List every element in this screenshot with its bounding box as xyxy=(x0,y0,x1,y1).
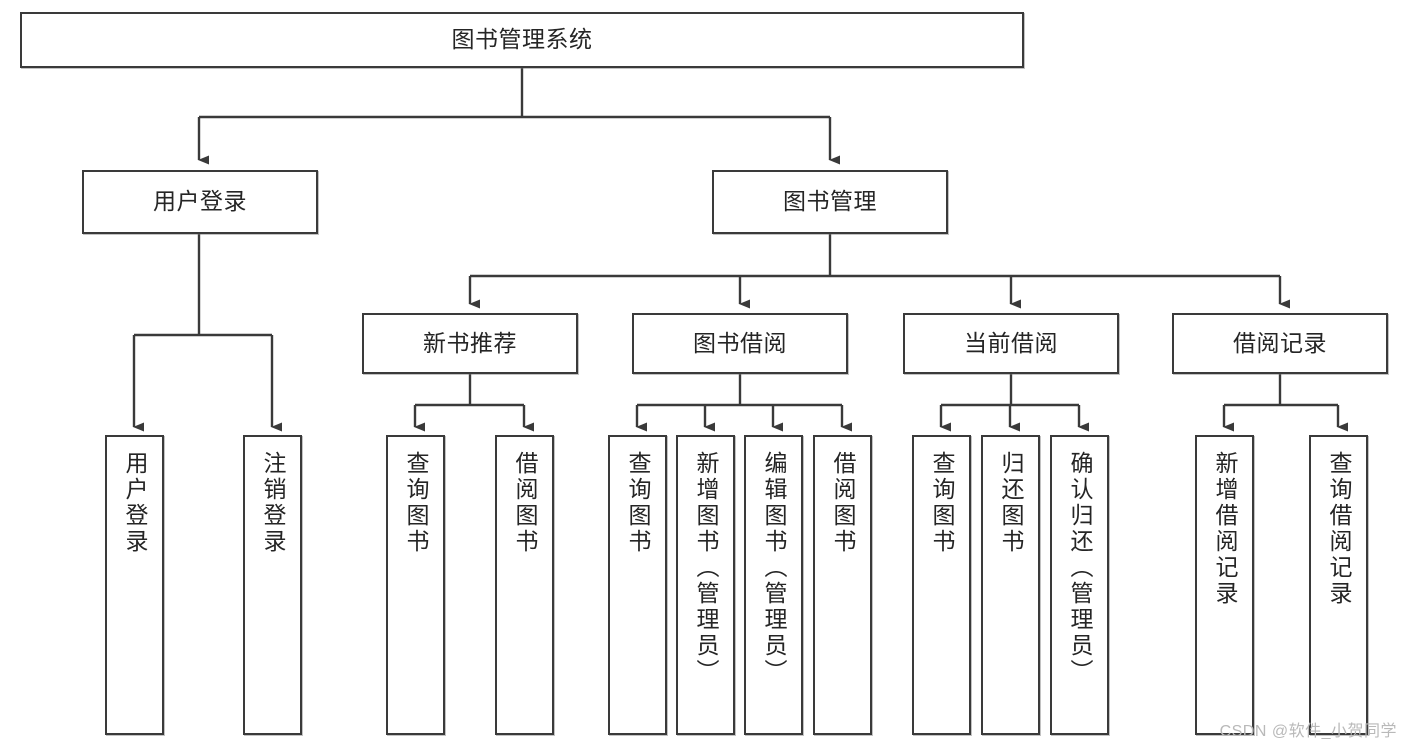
node-leaf-add-record-label: 新增借阅记录 xyxy=(1212,451,1238,607)
node-leaf-borrow-book-2[interactable]: 借阅图书 xyxy=(813,435,872,735)
node-leaf-return-book-label: 归还图书 xyxy=(998,451,1024,555)
node-borrow-record[interactable]: 借阅记录 xyxy=(1172,313,1388,374)
node-leaf-user-login[interactable]: 用户登录 xyxy=(105,435,164,735)
node-leaf-borrow-book-2-label: 借阅图书 xyxy=(830,451,856,555)
node-leaf-user-logout[interactable]: 注销登录 xyxy=(243,435,302,735)
node-user-login-label: 用户登录 xyxy=(153,188,247,215)
node-root[interactable]: 图书管理系统 xyxy=(20,12,1024,68)
node-leaf-confirm-return-label: 确认归还（管理员） xyxy=(1067,451,1093,685)
node-leaf-query-book-2[interactable]: 查询图书 xyxy=(608,435,667,735)
node-leaf-query-book-1[interactable]: 查询图书 xyxy=(386,435,445,735)
node-book-management[interactable]: 图书管理 xyxy=(712,170,948,234)
node-leaf-borrow-book-1-label: 借阅图书 xyxy=(512,451,538,555)
node-leaf-query-book-3-label: 查询图书 xyxy=(929,451,955,555)
watermark: CSDN @软件_小贺同学 xyxy=(1219,723,1397,740)
node-leaf-query-record-label: 查询借阅记录 xyxy=(1326,451,1352,607)
node-leaf-query-book-1-label: 查询图书 xyxy=(403,451,429,555)
node-leaf-edit-book-label: 编辑图书（管理员） xyxy=(761,451,787,685)
node-current-borrow-label: 当前借阅 xyxy=(964,329,1058,356)
node-leaf-add-book-label: 新增图书（管理员） xyxy=(693,451,719,685)
node-book-borrow-label: 图书借阅 xyxy=(693,329,787,356)
node-leaf-user-login-label: 用户登录 xyxy=(122,451,148,555)
node-leaf-query-record[interactable]: 查询借阅记录 xyxy=(1309,435,1368,735)
node-leaf-borrow-book-1[interactable]: 借阅图书 xyxy=(495,435,554,735)
node-leaf-user-logout-label: 注销登录 xyxy=(260,451,286,555)
node-leaf-confirm-return[interactable]: 确认归还（管理员） xyxy=(1050,435,1109,735)
node-root-label: 图书管理系统 xyxy=(451,26,593,53)
node-book-borrow[interactable]: 图书借阅 xyxy=(632,313,848,374)
node-leaf-return-book[interactable]: 归还图书 xyxy=(981,435,1040,735)
node-book-management-label: 图书管理 xyxy=(783,188,877,215)
node-leaf-add-book[interactable]: 新增图书（管理员） xyxy=(676,435,735,735)
node-leaf-add-record[interactable]: 新增借阅记录 xyxy=(1195,435,1254,735)
node-new-book-recommend-label: 新书推荐 xyxy=(423,329,517,356)
node-leaf-edit-book[interactable]: 编辑图书（管理员） xyxy=(744,435,803,735)
node-user-login[interactable]: 用户登录 xyxy=(82,170,318,234)
node-leaf-query-book-3[interactable]: 查询图书 xyxy=(912,435,971,735)
node-borrow-record-label: 借阅记录 xyxy=(1233,329,1327,356)
node-new-book-recommend[interactable]: 新书推荐 xyxy=(362,313,578,374)
node-leaf-query-book-2-label: 查询图书 xyxy=(625,451,651,555)
node-current-borrow[interactable]: 当前借阅 xyxy=(903,313,1119,374)
